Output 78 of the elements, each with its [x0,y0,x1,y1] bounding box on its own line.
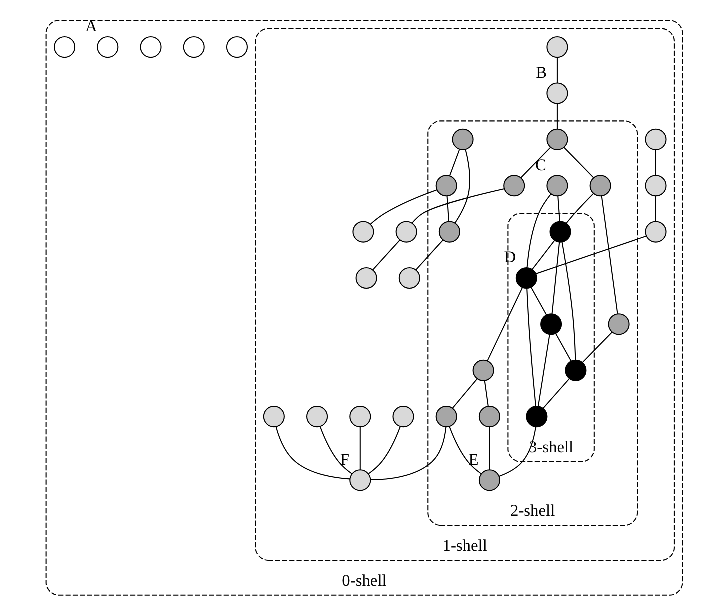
node-circle [140,36,162,58]
connector [448,426,482,474]
connector [537,334,550,407]
connector [530,288,547,316]
node-circle [589,175,611,197]
node-circle [644,175,666,197]
connector [452,378,478,409]
connector [555,334,572,362]
connector [411,188,504,224]
connector [557,196,560,222]
connector [654,196,656,222]
node-circle [452,128,474,150]
connector [526,288,536,406]
connector [561,242,576,360]
connector [600,196,618,314]
node-label: C [535,155,546,174]
node-circle [549,221,571,243]
connector [532,240,555,270]
connector [454,150,470,224]
node-circle [435,406,457,428]
connector [486,288,522,362]
connector [582,332,612,363]
connector [488,427,490,470]
connector [359,427,360,470]
node-label: E [468,450,478,469]
connector [448,149,460,176]
connector [535,236,646,274]
node-circle [226,36,248,58]
node-label: B [536,62,547,82]
node-circle [306,406,328,428]
node-circle [546,82,568,104]
node-circle [644,128,666,150]
node-circle [540,314,562,336]
node-circle [526,406,548,428]
node-circle [472,360,494,382]
connector [368,426,400,474]
connector [370,190,437,225]
node-label: F [340,450,350,469]
node-circle [478,470,500,492]
node-circle [182,36,204,58]
connector [319,426,352,474]
connector [446,196,450,222]
node-circle [349,406,371,428]
node-circle [262,406,284,428]
connector [415,240,443,270]
node-circle [96,36,118,58]
node-circle [438,221,460,243]
connector [556,58,558,84]
node-circle [435,175,457,197]
connector [654,150,656,176]
connector [563,147,594,178]
connector [498,427,536,477]
connector [484,380,488,406]
node-circle [54,36,76,58]
node-circle [349,470,371,492]
node-circle [392,406,414,428]
node-circle [503,175,525,197]
node-circle [608,314,630,336]
node-circle [564,360,586,382]
connector [526,194,551,268]
node-circle [395,221,417,243]
node-circle [546,36,568,58]
node-circle [478,406,500,428]
connector [542,378,570,409]
connector [566,193,594,224]
node-circle [546,175,568,197]
node-circle [355,267,377,290]
connector [556,104,558,130]
connector [275,426,350,480]
node-circle [398,267,420,290]
node-circle [515,267,537,290]
connector [520,147,551,178]
node-circle [644,221,666,243]
node-circle [352,221,374,243]
connector [551,242,560,314]
connector [370,427,446,480]
connector [372,240,400,270]
node-circle [546,128,568,150]
